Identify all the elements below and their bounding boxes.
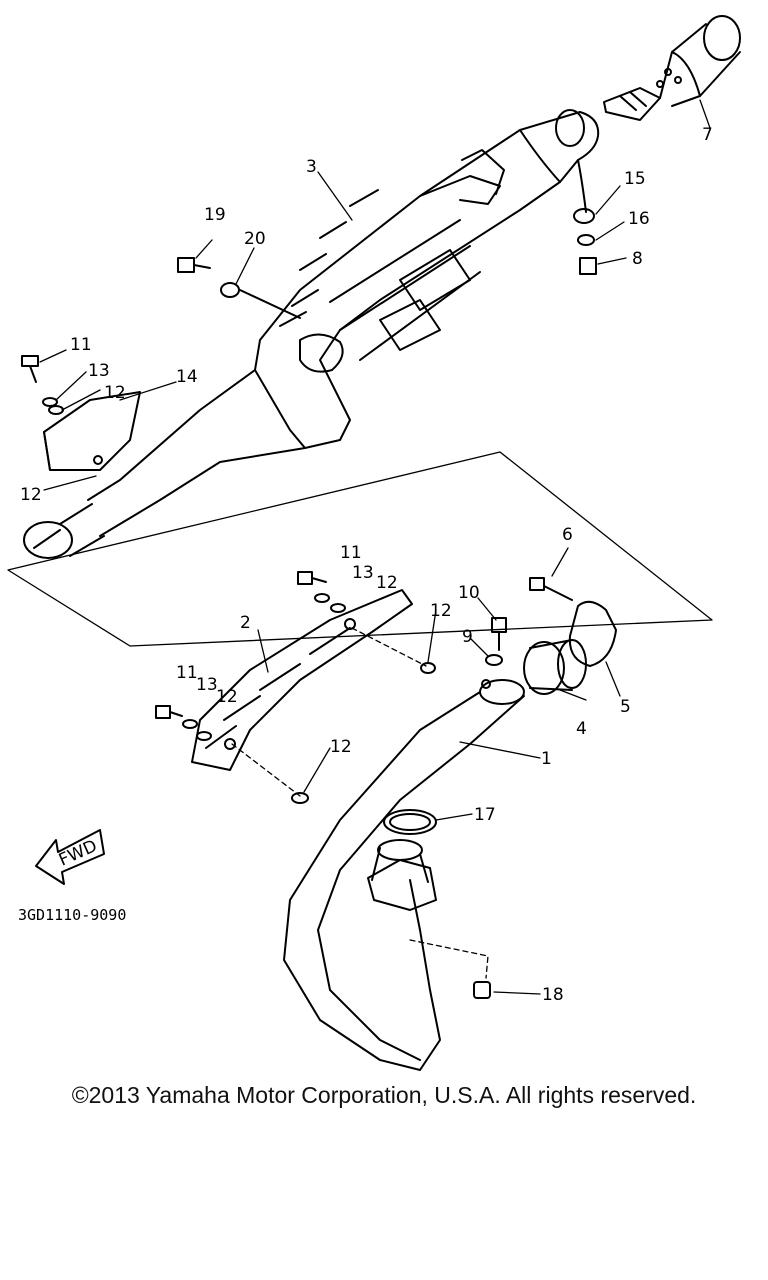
part-14-protector: [43, 391, 141, 471]
part-2-protector: [191, 589, 413, 771]
label-part-12-left: 12: [20, 485, 42, 505]
label-part-10: 10: [458, 583, 480, 603]
label-part-16: 16: [628, 209, 650, 229]
label-part-8: 8: [632, 249, 643, 269]
label-part-4: 4: [576, 719, 587, 739]
leader-lines: [39, 99, 711, 995]
label-part-6: 6: [562, 525, 573, 545]
label-part-12-top: 12: [104, 383, 126, 403]
part-labels: 1 2 3 4 5 6 7 8 9 10 11 11 11 12 12 12 1…: [18, 125, 713, 1005]
label-part-7: 7: [702, 125, 713, 145]
label-part-11-low: 11: [176, 663, 198, 683]
label-part-19: 19: [204, 205, 226, 225]
label-part-12-mid: 12: [376, 573, 398, 593]
label-part-13-top: 13: [88, 361, 110, 381]
part-1-exhaust-pipe: [283, 679, 525, 1071]
fwd-arrow-icon: [35, 829, 105, 885]
label-part-13-mid: 13: [352, 563, 374, 583]
label-part-15: 15: [624, 169, 646, 189]
label-part-3: 3: [306, 157, 317, 177]
label-part-18: 18: [542, 985, 564, 1005]
part-3-muffler: [254, 109, 600, 449]
label-part-12-low: 12: [216, 687, 238, 707]
label-part-20: 20: [244, 229, 266, 249]
copyright-notice: ©2013 Yamaha Motor Corporation, U.S.A. A…: [71, 1082, 697, 1108]
muffler-inlet-pipe: [23, 369, 306, 559]
part-7-tailpipe: [603, 15, 741, 121]
label-part-5: 5: [620, 697, 631, 717]
label-part-12-bottom: 12: [330, 737, 352, 757]
label-part-13-low: 13: [196, 675, 218, 695]
label-part-11-top: 11: [70, 335, 92, 355]
label-part-11-mid: 11: [340, 543, 362, 563]
label-part-14: 14: [176, 367, 198, 387]
label-part-12-right: 12: [430, 601, 452, 621]
small-hardware: [21, 208, 617, 999]
label-part-17: 17: [474, 805, 496, 825]
label-part-2: 2: [240, 613, 251, 633]
diagram-code: 3GD1110-9090: [18, 906, 126, 924]
label-part-9: 9: [462, 627, 473, 647]
label-part-1: 1: [541, 749, 552, 769]
